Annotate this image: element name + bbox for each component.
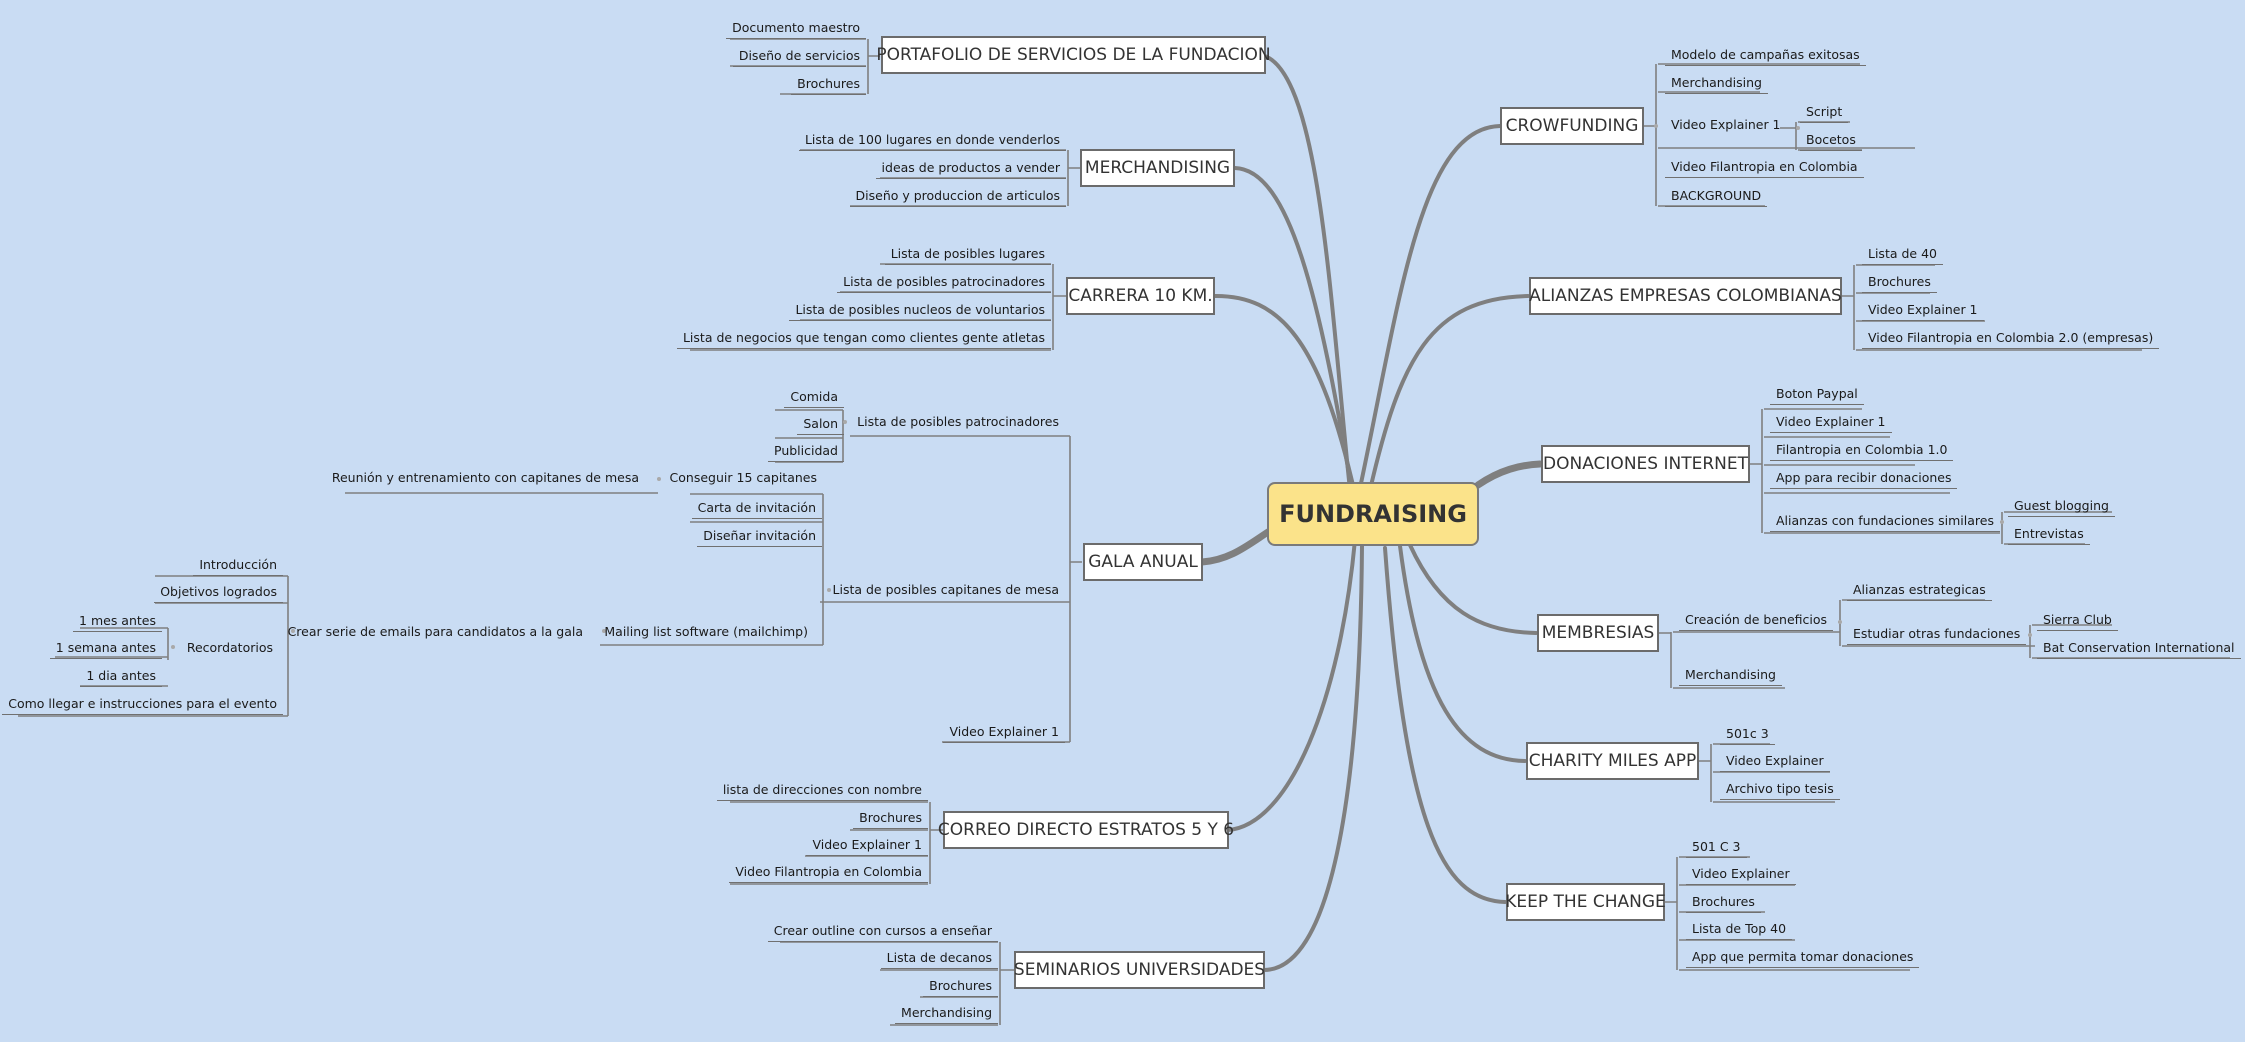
- subtopic-disenar[interactable]: Diseñar invitación: [697, 528, 822, 547]
- subtopic[interactable]: Diseño y produccion de articulos: [849, 188, 1066, 207]
- topic-seminarios[interactable]: SEMINARIOS UNIVERSIDADES: [1014, 951, 1265, 989]
- subtopic[interactable]: Merchandising: [1679, 667, 1782, 686]
- subtopic[interactable]: Crear outline con cursos a enseñar: [767, 923, 998, 942]
- subtopic[interactable]: Bat Conservation International: [2037, 640, 2241, 659]
- subtopic[interactable]: 1 dia antes: [80, 668, 162, 687]
- subtopic[interactable]: Boton Paypal: [1770, 386, 1864, 405]
- subtopic[interactable]: Sierra Club: [2037, 612, 2118, 631]
- topic-correo-directo[interactable]: CORREO DIRECTO ESTRATOS 5 Y 6: [938, 811, 1234, 849]
- subtopic[interactable]: Merchandising: [895, 1005, 998, 1024]
- subtopic[interactable]: Lista de 100 lugares en donde venderlos: [798, 132, 1066, 151]
- subtopic-creacion[interactable]: Creación de beneficios: [1679, 612, 1834, 631]
- subtopic[interactable]: Brochures: [923, 978, 998, 997]
- subtopic[interactable]: ideas de productos a vender: [875, 160, 1066, 179]
- subtopic[interactable]: Salon: [797, 416, 844, 435]
- subtopic[interactable]: Lista de Top 40: [1686, 921, 1793, 940]
- subtopic[interactable]: Lista de negocios que tengan como client…: [676, 330, 1051, 349]
- subtopic[interactable]: 501 C 3: [1686, 839, 1747, 858]
- topic-carrera[interactable]: CARRERA 10 KM.: [1066, 277, 1215, 315]
- subtopic[interactable]: Documento maestro: [726, 20, 866, 39]
- subtopic[interactable]: 1 mes antes: [73, 613, 162, 632]
- topic-alianzas[interactable]: ALIANZAS EMPRESAS COLOMBIANAS: [1529, 277, 1842, 315]
- subtopic[interactable]: lista de direcciones con nombre: [716, 782, 928, 801]
- topic-membresias[interactable]: MEMBRESIAS: [1537, 614, 1659, 652]
- subtopic-emails[interactable]: Crear serie de emails para candidatos a …: [287, 624, 583, 639]
- subtopic-reunion[interactable]: Reunión y entrenamiento con capitanes de…: [331, 470, 639, 485]
- topic-crowfunding[interactable]: CROWFUNDING: [1500, 107, 1644, 145]
- subtopic[interactable]: Archivo tipo tesis: [1720, 781, 1840, 800]
- subtopic-patrocinadores[interactable]: Lista de posibles patrocinadores: [857, 414, 1059, 429]
- topic-keep-the-change[interactable]: KEEP THE CHANGE: [1505, 883, 1666, 921]
- subtopic[interactable]: Publicidad: [768, 443, 844, 462]
- subtopic[interactable]: Lista de 40: [1862, 246, 1943, 265]
- topic-gala-anual[interactable]: GALA ANUAL: [1083, 543, 1203, 581]
- subtopic[interactable]: Video Explainer 1: [806, 837, 928, 856]
- subtopic[interactable]: Video Filantropia en Colombia: [1665, 159, 1864, 178]
- subtopic[interactable]: Como llegar e instrucciones para el even…: [2, 696, 283, 715]
- subtopic[interactable]: Filantropia en Colombia 1.0: [1770, 442, 1954, 461]
- subtopic[interactable]: Entrevistas: [2008, 526, 2090, 545]
- subtopic[interactable]: Merchandising: [1665, 75, 1768, 94]
- subtopic[interactable]: Bocetos: [1800, 132, 1862, 151]
- subtopic-alianzas-fundaciones[interactable]: Alianzas con fundaciones similares: [1770, 513, 2000, 532]
- subtopic[interactable]: BACKGROUND: [1665, 188, 1768, 207]
- subtopic[interactable]: Modelo de campañas exitosas: [1665, 47, 1866, 66]
- topic-portafolio[interactable]: PORTAFOLIO DE SERVICIOS DE LA FUNDACION: [876, 36, 1271, 74]
- subtopic-capitanes[interactable]: Lista de posibles capitanes de mesa: [832, 582, 1059, 597]
- subtopic[interactable]: 501c 3: [1720, 726, 1775, 745]
- subtopic[interactable]: Brochures: [1862, 274, 1937, 293]
- subtopic[interactable]: App que permita tomar donaciones: [1686, 949, 1920, 968]
- subtopic[interactable]: Script: [1800, 104, 1849, 123]
- subtopic[interactable]: Guest blogging: [2008, 498, 2115, 517]
- subtopic-video[interactable]: Video Explainer 1: [1671, 117, 1781, 132]
- subtopic[interactable]: Alianzas estrategicas: [1847, 582, 1992, 601]
- subtopic[interactable]: Lista de posibles patrocinadores: [837, 274, 1051, 293]
- subtopic[interactable]: App para recibir donaciones: [1770, 470, 1958, 489]
- subtopic[interactable]: Brochures: [853, 810, 928, 829]
- subtopic[interactable]: Brochures: [791, 76, 866, 95]
- subtopic[interactable]: Brochures: [1686, 894, 1761, 913]
- subtopic-conseguir[interactable]: Conseguir 15 capitanes: [669, 470, 817, 485]
- subtopic[interactable]: Video Filantropia en Colombia 2.0 (empre…: [1862, 330, 2160, 349]
- subtopic[interactable]: Video Filantropia en Colombia: [729, 864, 928, 883]
- topic-merchandising[interactable]: MERCHANDISING: [1080, 149, 1235, 187]
- subtopic[interactable]: Introducción: [193, 557, 283, 576]
- subtopic-carta[interactable]: Carta de invitación: [691, 500, 822, 519]
- subtopic[interactable]: Video Explainer 1: [943, 724, 1065, 743]
- subtopic[interactable]: Comida: [784, 389, 844, 408]
- subtopic[interactable]: Diseño de servicios: [732, 48, 866, 67]
- subtopic[interactable]: Lista de posibles lugares: [884, 246, 1051, 265]
- subtopic[interactable]: 1 semana antes: [49, 640, 162, 659]
- subtopic-estudiar[interactable]: Estudiar otras fundaciones: [1847, 626, 2027, 645]
- subtopic[interactable]: Video Explainer: [1686, 866, 1796, 885]
- subtopic[interactable]: Objetivos logrados: [154, 584, 283, 603]
- subtopic[interactable]: Video Explainer 1: [1770, 414, 1892, 433]
- subtopic[interactable]: Video Explainer: [1720, 753, 1830, 772]
- topic-donaciones[interactable]: DONACIONES INTERNET: [1541, 445, 1750, 483]
- subtopic-recordatorios[interactable]: Recordatorios: [186, 640, 273, 655]
- subtopic[interactable]: Lista de posibles nucleos de voluntarios: [789, 302, 1051, 321]
- subtopic[interactable]: Video Explainer 1: [1862, 302, 1984, 321]
- topic-charity-miles[interactable]: CHARITY MILES APP: [1526, 742, 1699, 780]
- subtopic[interactable]: Lista de decanos: [880, 950, 998, 969]
- central-topic[interactable]: FUNDRAISING: [1267, 482, 1479, 546]
- subtopic-mailing[interactable]: Mailing list software (mailchimp): [604, 624, 808, 639]
